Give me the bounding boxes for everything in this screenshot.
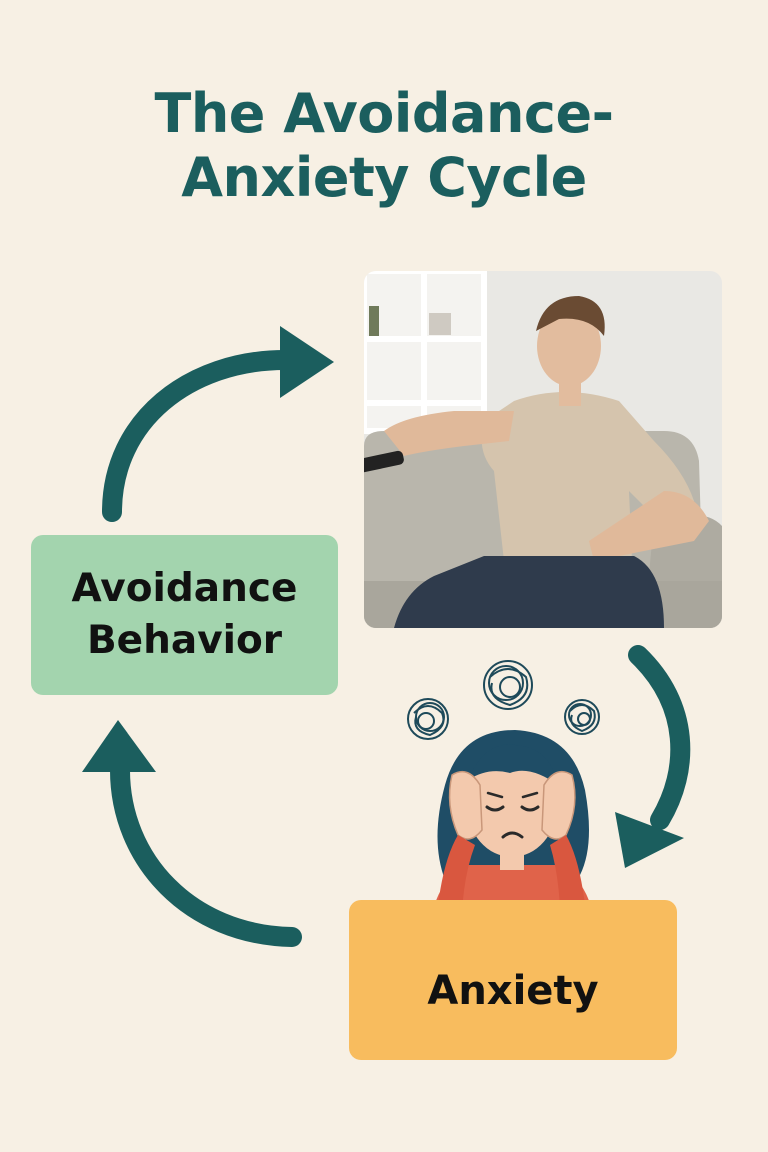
title-line-1: The Avoidance- <box>154 82 614 145</box>
page-title: The Avoidance- Anxiety Cycle <box>0 82 768 210</box>
man <box>384 296 709 628</box>
avoidance-behavior-node: Avoidance Behavior <box>31 535 338 695</box>
anxiety-label: Anxiety <box>427 968 599 1014</box>
avoidance-label-line-1: Avoidance <box>71 566 298 611</box>
bookshelf <box>364 271 487 434</box>
arrow-photo-to-anxiety <box>615 645 691 868</box>
arrow-avoidance-to-photo <box>102 326 334 522</box>
photo-man-on-couch <box>364 271 722 628</box>
title-line-2: Anxiety Cycle <box>181 146 587 209</box>
remote-control <box>364 450 404 476</box>
avoidance-label-line-2: Behavior <box>86 618 283 663</box>
picture-frame <box>429 313 451 335</box>
anxiety-node: Anxiety <box>349 900 677 1060</box>
worry-scribbles-icon <box>407 660 600 740</box>
plant <box>369 306 379 336</box>
arrow-anxiety-to-avoidance <box>82 720 302 947</box>
